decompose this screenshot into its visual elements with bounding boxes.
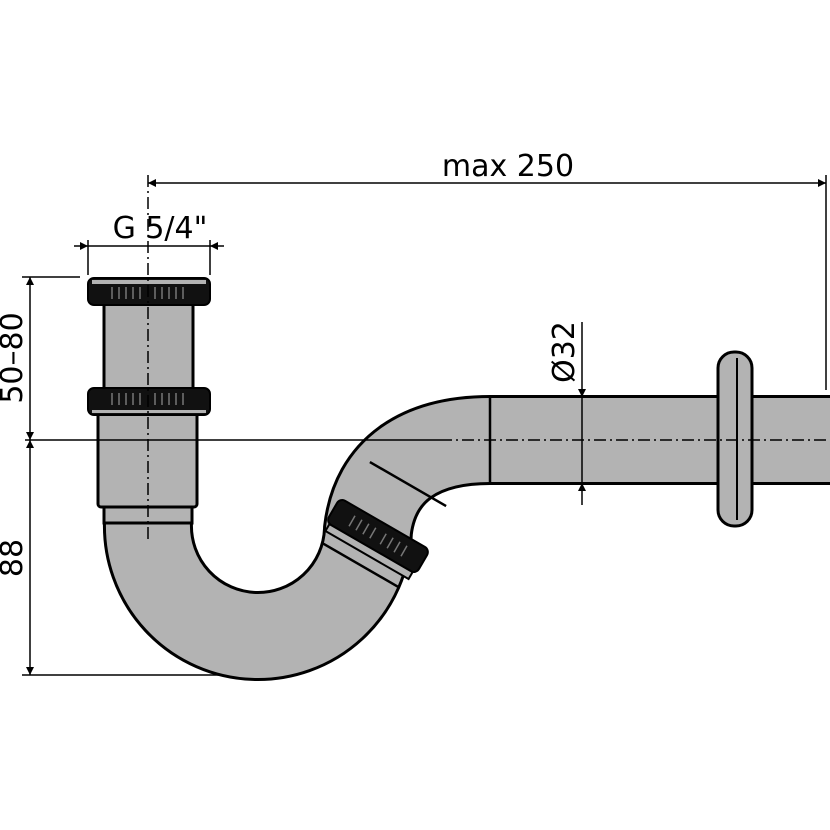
thread-size-label: G 5/4" xyxy=(113,211,208,246)
max-length-label: max 250 xyxy=(442,149,574,184)
lower-height-label: 88 xyxy=(0,539,30,577)
top-nut xyxy=(87,277,211,306)
diagonal-coupling xyxy=(322,460,447,589)
middle-nut xyxy=(87,387,211,416)
dimension-lines xyxy=(22,175,827,676)
center-lines xyxy=(25,175,826,540)
upper-height-label: 50–80 xyxy=(0,312,30,403)
diameter-label: Ø32 xyxy=(547,321,582,383)
wall-flange xyxy=(716,350,754,528)
